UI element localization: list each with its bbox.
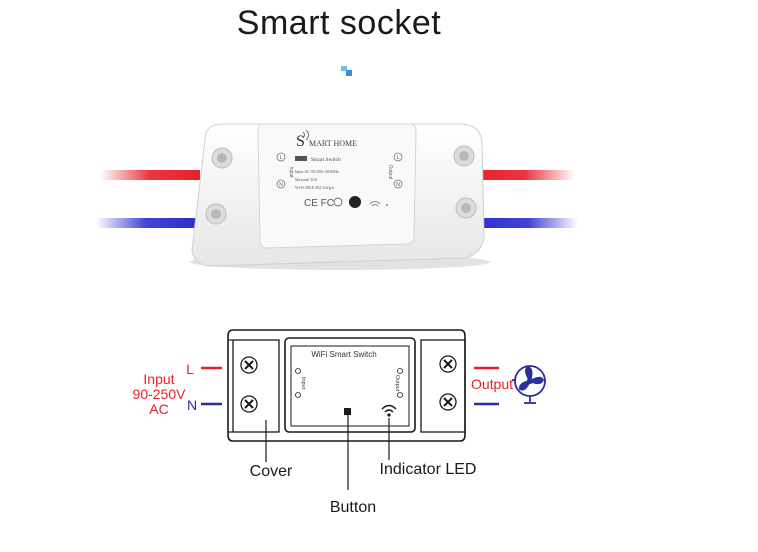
- diagram-housing: [227, 329, 466, 442]
- brand-wifi-icon: [302, 129, 309, 141]
- photo-terminal-l-out: L: [397, 155, 400, 161]
- photo-brand-initial: S: [296, 133, 305, 150]
- photo-spec-2: Maximal 10A: [295, 177, 317, 182]
- neutral-wire-right: [478, 218, 578, 228]
- photo-model: Smart Switch: [311, 157, 341, 163]
- screw-icon: [439, 393, 457, 411]
- photo-led-wifi-icon: [369, 201, 381, 207]
- neutral-label: N: [187, 397, 197, 413]
- module-input-label: Input: [300, 377, 306, 390]
- photo-button: [349, 196, 361, 208]
- live-wire-right: [475, 170, 575, 180]
- right-cover: [420, 339, 466, 433]
- device-photo: L N L N Input Output S MART HOME Smart S…: [96, 123, 578, 270]
- input-label: Input: [143, 371, 174, 387]
- led-wifi-icon: [381, 404, 397, 417]
- module-output-label: Output: [394, 375, 400, 392]
- line-label: L: [186, 361, 194, 377]
- photo-model-badge: [295, 156, 307, 161]
- left-cover: [232, 339, 280, 433]
- button-label: Button: [330, 499, 376, 516]
- page-title: Smart socket: [236, 4, 442, 42]
- photo-terminal-n-out: N: [396, 182, 400, 188]
- recycle-icon: [333, 197, 343, 207]
- photo-spec-3: Wi-Fi IEEE 802.11b/g/n: [295, 185, 334, 190]
- live-wire-left: [100, 170, 200, 180]
- indicator-led-label: Indicator LED: [380, 461, 477, 478]
- screw-icon: [240, 356, 258, 374]
- screw-icon: [439, 355, 457, 373]
- photo-terminal-l: L: [280, 155, 283, 161]
- dot-icon: [341, 66, 352, 76]
- photo-spec-1: Input AC 90-250v 50/60Hz: [295, 169, 339, 174]
- module-label: WiFi Smart Switch: [311, 350, 376, 359]
- photo-cert-marks: CE FC: [304, 198, 334, 209]
- neutral-wire-left: [96, 218, 196, 228]
- photo-brand-rest: MART HOME: [309, 139, 357, 148]
- module-button: [344, 408, 351, 415]
- wiring-diagram: [201, 329, 546, 490]
- fan-icon: [512, 365, 546, 404]
- photo-terminal-n: N: [279, 182, 283, 188]
- module-board: [290, 345, 410, 427]
- input-ac-label: AC: [149, 401, 168, 417]
- photo-input-label: Input: [288, 166, 294, 178]
- screw-icon: [240, 395, 258, 413]
- input-voltage-label: 90-250V: [133, 386, 187, 402]
- cover-label: Cover: [250, 463, 293, 480]
- photo-output-label: Output: [387, 164, 393, 180]
- module-inner-outline: [284, 337, 416, 433]
- output-label: Output: [471, 376, 513, 392]
- device-top-plate: [257, 123, 417, 249]
